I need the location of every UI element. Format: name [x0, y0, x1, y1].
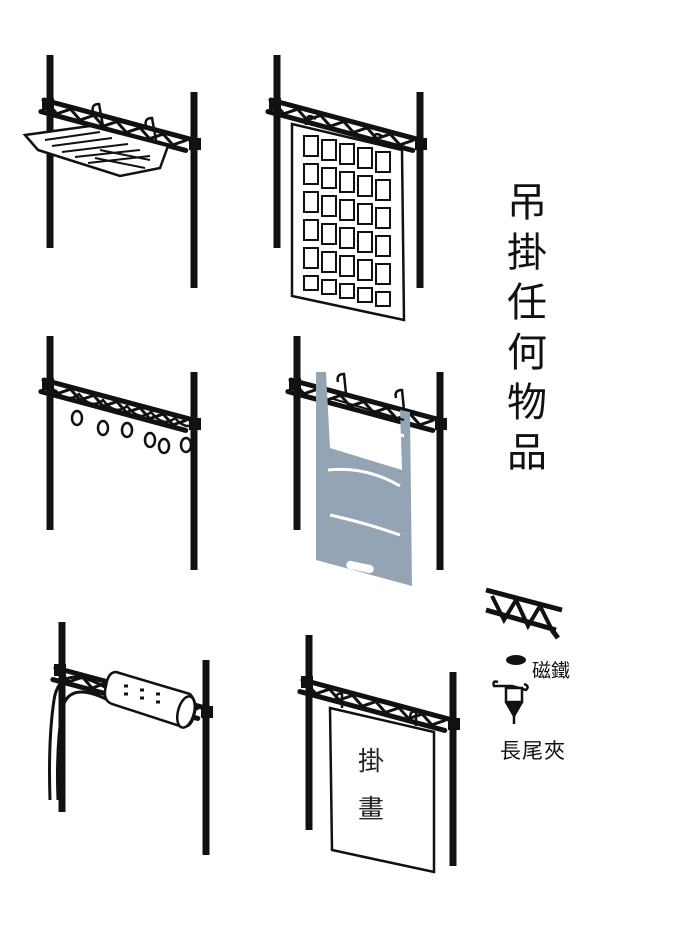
truss-detail-icon [485, 587, 563, 640]
title-char-4: 何 [507, 330, 547, 376]
panel-grid-panel [268, 55, 427, 322]
title-char-1: 吊 [507, 180, 547, 226]
panel-hanging-painting: 掛 畫 [300, 635, 460, 874]
painting-text-1: 掛 [358, 747, 384, 777]
wire-grid-panel-icon [290, 114, 406, 322]
hanging-painting-icon: 掛 畫 [328, 692, 436, 874]
painting-text-2: 畫 [358, 795, 384, 825]
binder-clip-label: 長尾夾 [500, 739, 566, 763]
folding-chair-icon [316, 372, 412, 586]
panel-string-lights [41, 336, 201, 570]
power-strip-icon [48, 670, 197, 801]
vertical-title: 吊 掛 任 何 物 品 [497, 178, 557, 478]
panel-dish-rack [22, 55, 201, 288]
dish-drying-rack-icon [22, 102, 170, 178]
title-char-2: 掛 [507, 230, 547, 276]
magnet-label: 磁鐵 [532, 660, 571, 682]
string-lights-icon [54, 389, 196, 455]
magnet-icon [506, 655, 526, 665]
panel-folding-chair [288, 336, 447, 586]
title-char-5: 物 [507, 380, 547, 426]
title-char-6: 品 [507, 430, 547, 476]
binder-clip-icon [492, 680, 529, 724]
title-char-3: 任 [507, 280, 547, 326]
panel-power-strip [48, 622, 213, 855]
